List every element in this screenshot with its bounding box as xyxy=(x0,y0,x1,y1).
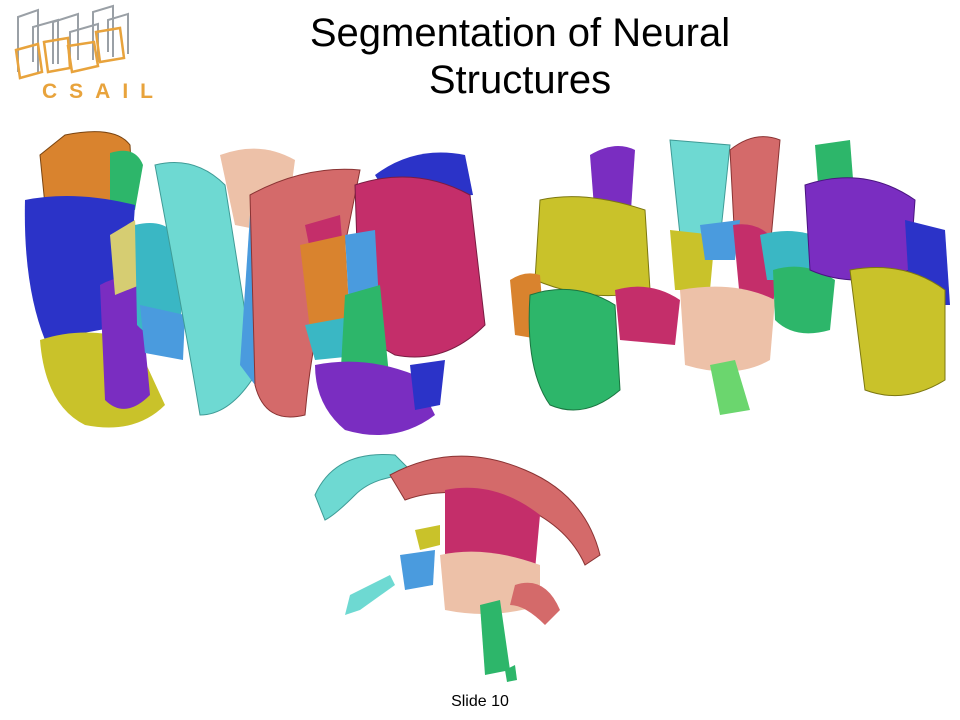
csail-logo xyxy=(14,4,129,80)
logo-text: CSAIL xyxy=(42,80,165,103)
title-line-2: Structures xyxy=(428,58,612,102)
title-line-1: Segmentation of Neural xyxy=(309,11,731,55)
segmentation-render-side-view xyxy=(314,454,601,682)
slide-title: Segmentation of Neural Structures xyxy=(230,10,810,104)
slide-number: Slide 10 xyxy=(451,693,509,710)
segmentation-render-front-view xyxy=(510,136,950,415)
segmentation-render-top-view xyxy=(24,131,486,435)
